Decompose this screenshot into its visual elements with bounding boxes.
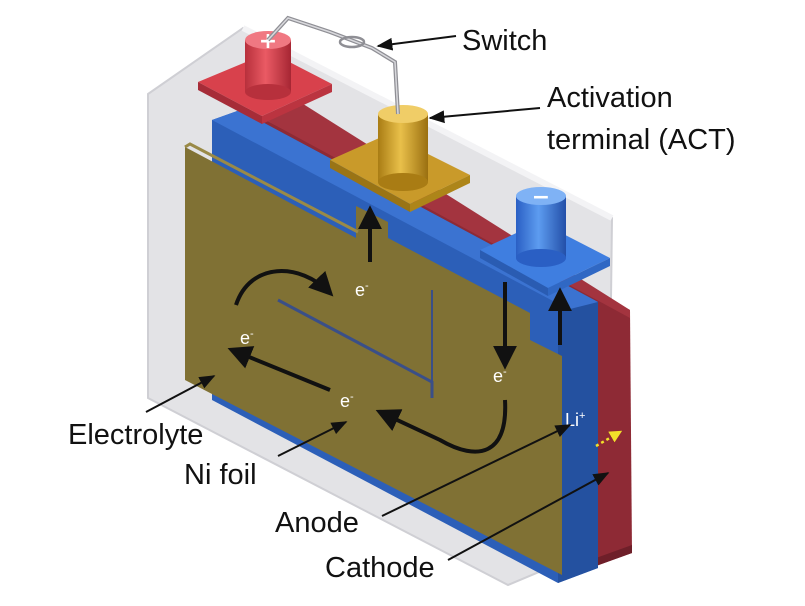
negative-terminal: − (480, 185, 610, 296)
ni-foil-label: Ni foil (184, 459, 257, 491)
act-label-line1: Activation (547, 82, 673, 114)
electrolyte-label: Electrolyte (68, 419, 203, 451)
ni-foil-plate (184, 142, 562, 575)
leader-arrows (145, 35, 610, 561)
electron-label-2: e- (240, 328, 254, 348)
electron-label-3: e- (340, 391, 354, 411)
negative-symbol: − (532, 185, 550, 210)
switch-wire (266, 15, 400, 115)
electron-flow-arrows (227, 205, 572, 454)
act-terminal (330, 105, 470, 212)
act-label-line2: terminal (ACT) (547, 124, 736, 156)
anode-label: Anode (275, 507, 359, 539)
cathode-label: Cathode (325, 552, 435, 584)
lithium-ion-arrow (595, 430, 623, 448)
electron-label-4: e- (493, 366, 507, 386)
electron-label-1: e- (355, 280, 369, 300)
switch-label: Switch (462, 25, 547, 57)
